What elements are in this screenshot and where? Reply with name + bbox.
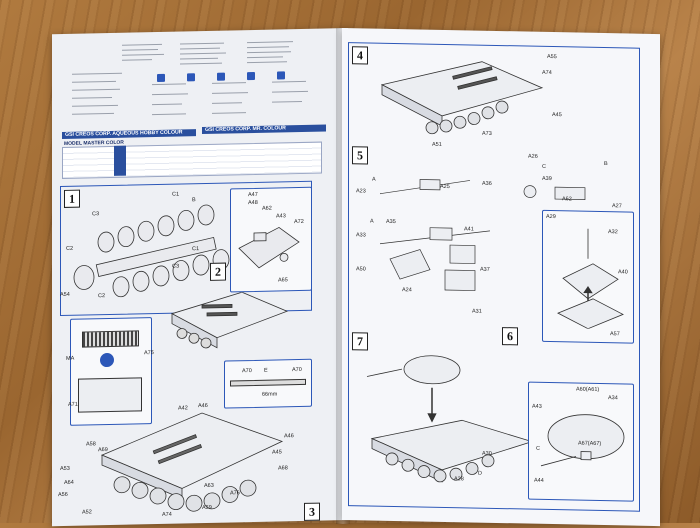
symbol-icon [247, 71, 255, 81]
hull-drawing [170, 291, 289, 349]
hull-top-drawing [380, 61, 544, 135]
step-number: 4 [352, 46, 368, 65]
hull-detail-drawing [238, 226, 300, 269]
step-number: 6 [502, 327, 518, 346]
hatch-detail-drawing [557, 228, 624, 330]
paint-brand-1: GSI CREOS CORP. AQUEOUS HOBBY COLOUR [62, 129, 196, 139]
paint-color-table: GSI CREOS CORP. AQUEOUS HOBBY COLOUR GSI… [52, 28, 348, 179]
instruction-text-area [52, 28, 348, 116]
hull-with-wheels-drawing [100, 412, 284, 512]
step-number: 3 [304, 502, 320, 521]
turret-parts-drawing [379, 179, 586, 291]
step-number: 2 [210, 262, 226, 281]
wheel-assembly-drawing [73, 204, 230, 298]
symbol-icon [217, 72, 225, 81]
turret-underside-drawing [540, 414, 625, 467]
tank-assembly-drawing [366, 355, 534, 483]
instruction-booklet: GSI CREOS CORP. AQUEOUS HOBBY COLOUR GSI… [52, 28, 660, 528]
paint-brand-2: GSI CREOS CORP. MR. COLOUR [202, 124, 326, 135]
symbol-icon [187, 73, 195, 82]
color-table-grid [62, 141, 322, 179]
left-page: GSI CREOS CORP. AQUEOUS HOBBY COLOUR GSI… [52, 28, 348, 527]
right-page: 4 A55 A74 A45 A51 A73 5 [342, 28, 660, 527]
symbol-icon [157, 73, 165, 83]
symbol-icon [277, 71, 285, 80]
